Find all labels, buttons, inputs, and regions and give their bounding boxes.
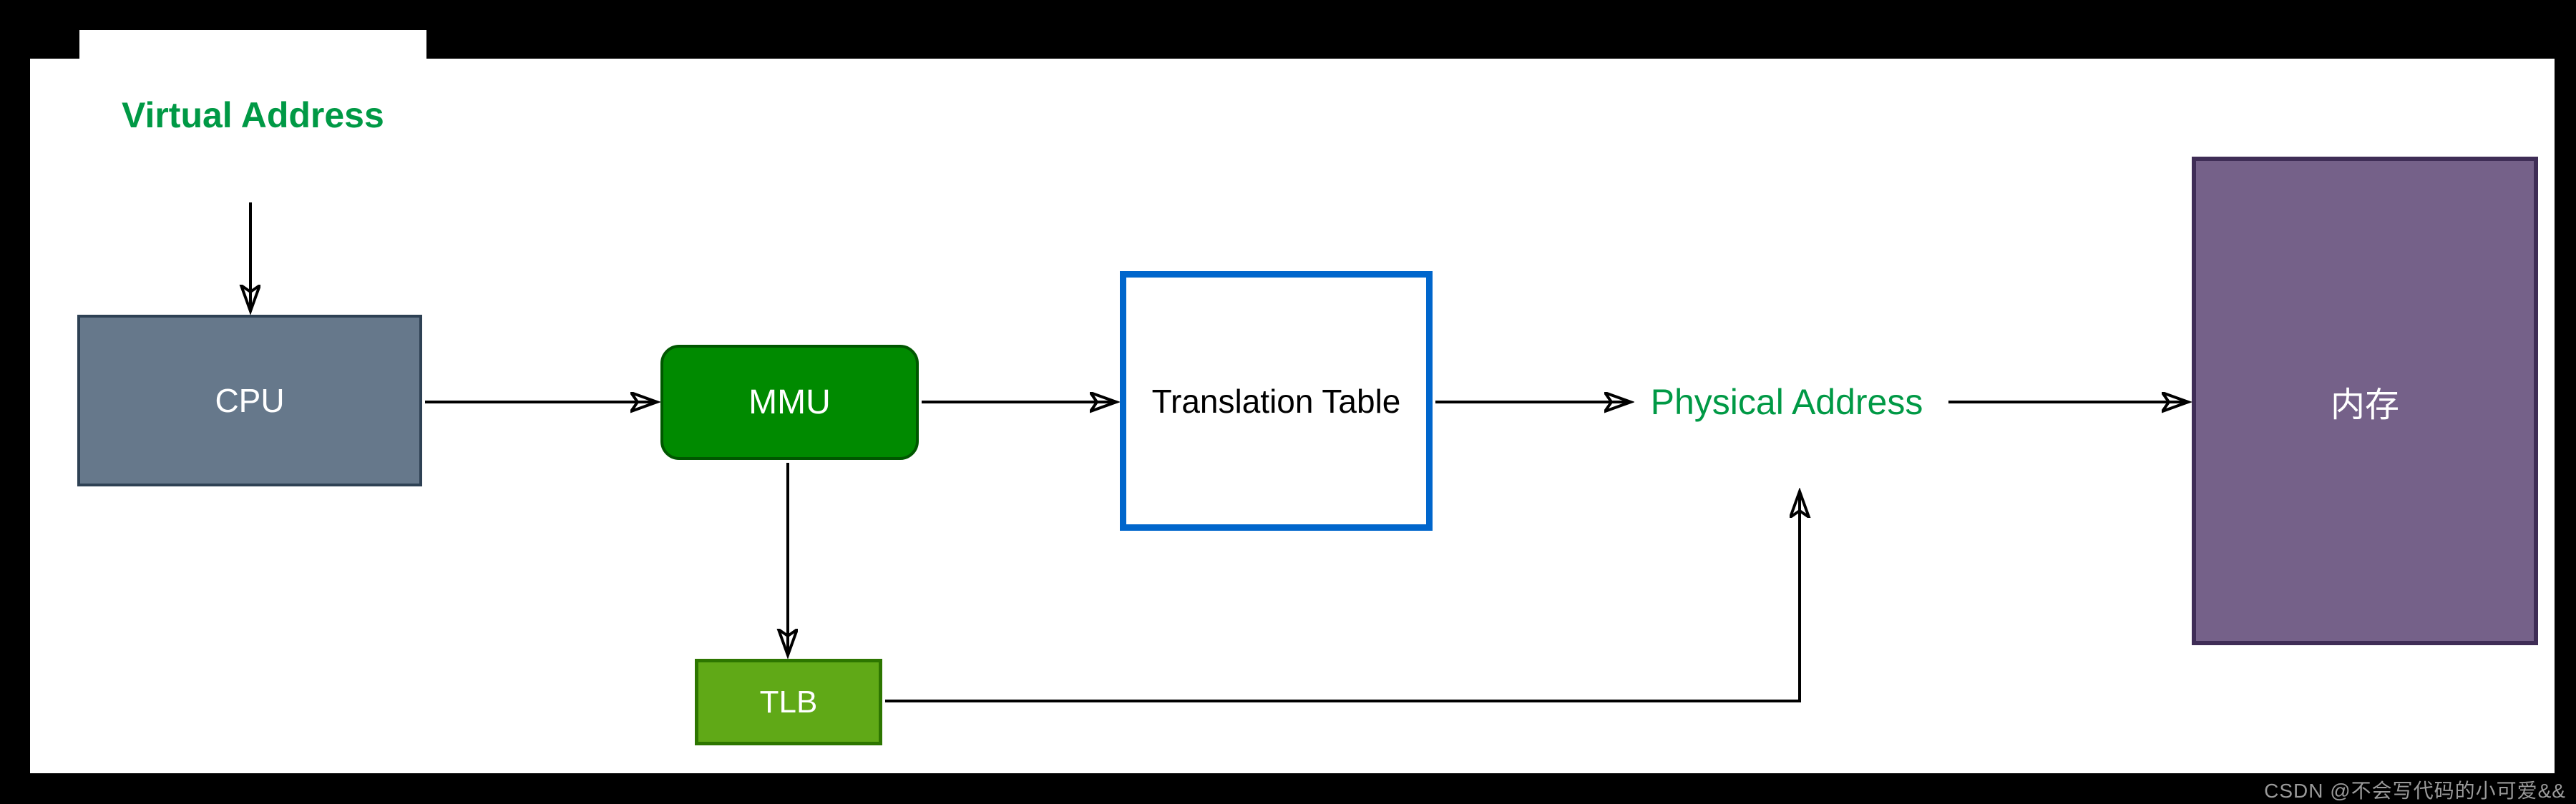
physical-address-label: Physical Address bbox=[1650, 382, 1923, 422]
memory-node: 内存 bbox=[2192, 157, 2538, 645]
translation-table-node: Translation Table bbox=[1120, 271, 1433, 531]
tlb-node: TLB bbox=[695, 659, 882, 745]
canvas-tab-notch bbox=[79, 30, 426, 62]
cpu-node: CPU bbox=[77, 315, 422, 486]
virtual-address-label: Virtual Address bbox=[122, 95, 384, 135]
mmu-node: MMU bbox=[660, 345, 919, 460]
csdn-watermark: CSDN @不会写代码的小可爱&& bbox=[2264, 780, 2566, 802]
